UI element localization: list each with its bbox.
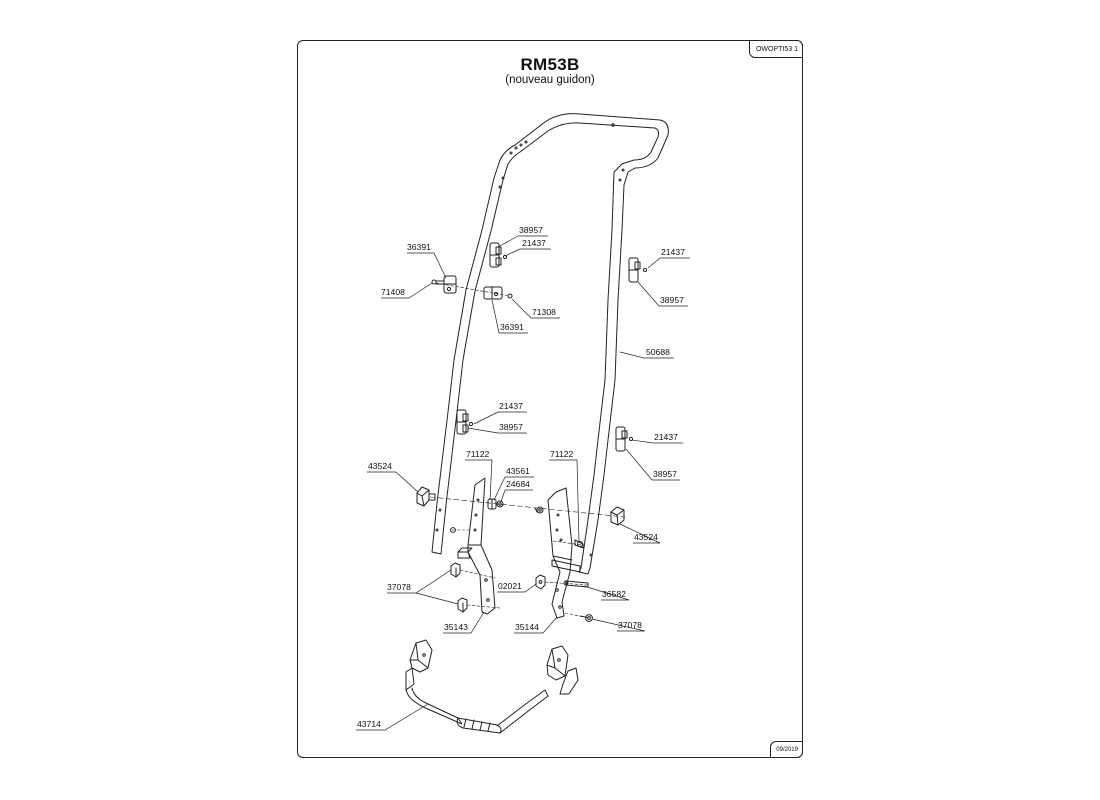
bracket-left-35143: [457, 477, 496, 615]
label-71308: 71308: [532, 307, 556, 317]
label-36391-left: 36391: [407, 242, 431, 252]
label-35143: 35143: [444, 622, 468, 632]
label-21437-left-low: 21437: [499, 401, 523, 411]
date-stamp-box: 09/2019: [770, 741, 803, 758]
drawing-sheet: RM53B (nouveau guidon) OWOPTI53 1 09/201…: [297, 40, 803, 758]
bracket-right-35144: [547, 487, 581, 619]
document-code-box: OWOPTI53 1: [748, 40, 803, 58]
knob-right: [610, 506, 625, 526]
drawing-title: RM53B: [520, 55, 580, 74]
label-02021: 02021: [498, 581, 522, 591]
label-38957-left-low: 38957: [499, 422, 523, 432]
label-38957-right-low: 38957: [653, 469, 677, 479]
label-43524-left: 43524: [368, 461, 392, 471]
washer-24684: [496, 500, 504, 508]
label-37078-right: 37078: [618, 620, 642, 630]
bolt-71122-right: [574, 539, 584, 549]
cable-guide-mid: [483, 286, 513, 300]
leader-lines: [356, 235, 690, 731]
lower-handle-43714: [405, 639, 579, 734]
label-50688: 50688: [646, 347, 670, 357]
label-43524-right: 43524: [634, 532, 658, 542]
handlebar-tube: [431, 113, 669, 575]
nut-37078-right: [579, 614, 593, 622]
label-38957-right-top: 38957: [660, 295, 684, 305]
cable-clip-upper-left: [489, 242, 508, 268]
label-36391-mid: 36391: [500, 322, 524, 332]
cable-clip-lower-right: [615, 426, 634, 452]
label-36582: 36582: [602, 589, 626, 599]
washer-24684-right: [534, 506, 544, 514]
label-21437-top: 21437: [522, 238, 546, 248]
part-labels: 38957 21437 36391 71408 71308 36391 2143…: [357, 225, 685, 729]
label-35144: 35144: [515, 622, 539, 632]
label-24684: 24684: [506, 479, 530, 489]
cable-clip-lower-left: [456, 409, 474, 435]
label-37078-left: 37078: [387, 582, 411, 592]
label-71122-right: 71122: [550, 449, 573, 459]
bolt-left-small: [450, 527, 456, 533]
drawing-subtitle: (nouveau guidon): [505, 74, 595, 86]
cable-clip-upper-right: [628, 257, 648, 283]
label-71408: 71408: [381, 287, 405, 297]
nut-37078-left-b: [457, 597, 468, 613]
label-71122-left: 71122: [466, 449, 489, 459]
knob-left: [416, 486, 436, 507]
spacer-43561: [487, 498, 497, 510]
label-21437-right-top: 21437: [661, 247, 685, 257]
label-38957-top: 38957: [519, 225, 543, 235]
label-21437-right-low: 21437: [654, 432, 678, 442]
label-43714: 43714: [357, 719, 381, 729]
nut-02021: [535, 574, 546, 590]
nut-37078-left-a: [450, 562, 461, 578]
label-43561: 43561: [506, 466, 530, 476]
